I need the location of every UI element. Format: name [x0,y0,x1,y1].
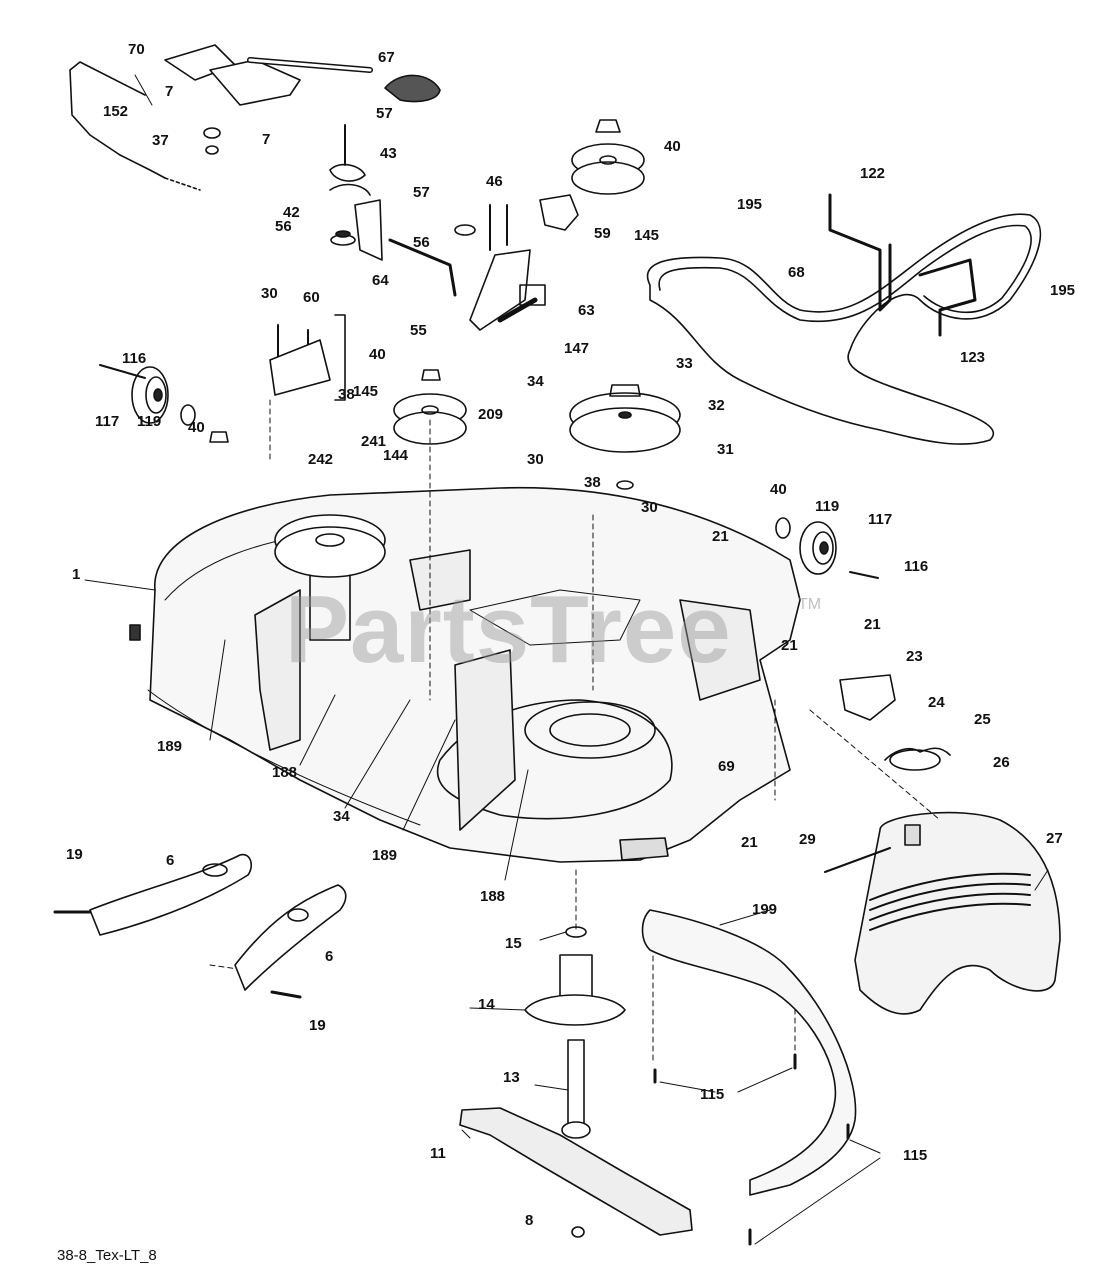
callout-188: 188 [272,764,298,781]
callout-21: 21 [864,616,881,633]
deck-left-pulley [274,514,386,641]
left-wheel [131,366,169,424]
callout-122: 122 [860,165,886,182]
callout-119: 119 [137,413,162,430]
callout-67: 67 [378,49,395,66]
callout-34: 34 [527,373,544,390]
callout-152: 152 [103,103,129,120]
callout-144: 144 [383,447,409,464]
diagram-code: 38-8_Tex-LT_8 [57,1247,157,1264]
callout-195: 195 [737,196,763,213]
callout-40: 40 [188,419,205,436]
callout-69: 69 [718,758,735,775]
callout-117: 117 [95,413,120,430]
callout-43: 43 [380,145,397,162]
callout-199: 199 [752,901,778,918]
callout-38: 38 [584,474,601,491]
callout-6: 6 [325,948,334,965]
callout-42: 42 [283,204,300,221]
callout-189: 189 [372,847,398,864]
callout-1: 1 [72,566,81,583]
discharge-chute [854,811,1061,1015]
callout-68: 68 [788,264,805,281]
callout-40: 40 [369,346,386,363]
callout-14: 14 [478,996,495,1013]
callout-19: 19 [309,1017,326,1034]
callout-145: 145 [353,383,379,400]
callout-11: 11 [430,1145,446,1162]
callout-19: 19 [66,846,83,863]
callout-241: 241 [361,433,387,450]
callout-6: 6 [166,852,175,869]
callout-60: 60 [303,289,320,306]
callout-30: 30 [527,451,544,468]
callout-115: 115 [700,1086,725,1103]
large-pulley [569,384,681,490]
callout-70: 70 [128,41,145,58]
callout-34: 34 [333,808,350,825]
callout-242: 242 [308,451,334,468]
callout-7: 7 [262,131,271,148]
callout-188: 188 [480,888,506,905]
callout-33: 33 [676,355,693,372]
callout-30: 30 [641,499,658,516]
callout-13: 13 [503,1069,520,1086]
callout-119: 119 [815,498,840,515]
callout-32: 32 [708,397,725,414]
callout-64: 64 [372,272,389,289]
upper-idler-pulley [571,119,645,195]
callout-46: 46 [486,173,503,190]
callout-26: 26 [993,754,1010,771]
callout-8: 8 [525,1212,534,1229]
callout-27: 27 [1046,830,1063,847]
middle-idler-pulley [393,369,467,445]
callout-23: 23 [906,648,923,665]
callout-145: 145 [634,227,660,244]
right-wheel [799,521,837,575]
callout-56: 56 [275,218,292,235]
callout-15: 15 [505,935,522,952]
callout-115: 115 [903,1147,928,1164]
callout-195: 195 [1050,282,1076,299]
callout-147: 147 [564,340,590,357]
callout-117: 117 [868,511,893,528]
callout-30: 30 [261,285,278,302]
callout-25: 25 [974,711,991,728]
callout-189: 189 [157,738,183,755]
callout-59: 59 [594,225,611,242]
callout-56: 56 [413,234,430,251]
watermark-trademark: TM [798,596,822,613]
callout-63: 63 [578,302,595,319]
callout-123: 123 [960,349,986,366]
callout-21: 21 [781,637,798,654]
callout-57: 57 [376,105,393,122]
callout-40: 40 [664,138,681,155]
callout-24: 24 [928,694,945,711]
callout-38: 38 [338,386,355,403]
callout-55: 55 [410,322,427,339]
callout-31: 31 [717,441,734,458]
callout-7: 7 [165,83,174,100]
callout-37: 37 [152,132,169,149]
callout-21: 21 [712,528,729,545]
callout-40: 40 [770,481,787,498]
callout-116: 116 [122,350,147,367]
callout-29: 29 [799,831,816,848]
callout-21: 21 [741,834,758,851]
callout-57: 57 [413,184,430,201]
callout-209: 209 [478,406,504,423]
callout-116: 116 [904,558,929,575]
watermark: PartsTree [285,576,732,683]
